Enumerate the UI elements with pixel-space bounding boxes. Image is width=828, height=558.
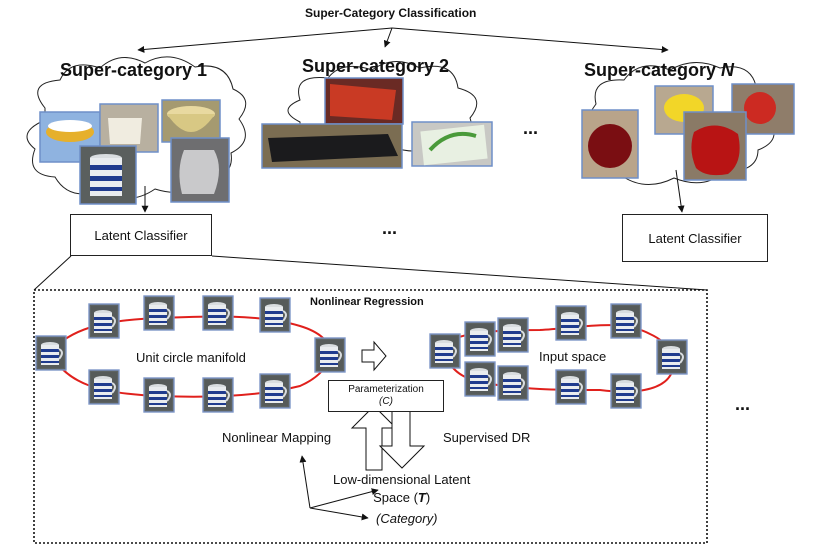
ellipsis-top: ... bbox=[523, 118, 539, 138]
input-space-label: Input space bbox=[539, 349, 607, 364]
zoom-line-left bbox=[33, 255, 72, 291]
arrow-to-category-2 bbox=[383, 27, 393, 48]
latent-axis-right bbox=[309, 488, 379, 509]
up-arrow-icon bbox=[350, 405, 398, 471]
arrow-to-category-1 bbox=[137, 27, 393, 53]
arrow-cloudn-classifier bbox=[675, 169, 685, 213]
latent-space-line2: Space (T) bbox=[373, 490, 431, 505]
latent-classifier-box-n: Latent Classifier bbox=[622, 214, 768, 262]
category-label: (Category) bbox=[376, 511, 438, 526]
category-n-photos bbox=[581, 83, 795, 181]
diagram-title: Super-Category Classification bbox=[305, 6, 477, 20]
super-category-2-label: Super-category 2 bbox=[302, 56, 450, 76]
nonlinear-mapping-label: Nonlinear Mapping bbox=[222, 430, 332, 445]
latent-classifier-box-1: Latent Classifier bbox=[70, 214, 212, 256]
arrow-to-category-n bbox=[391, 27, 669, 53]
zoom-line-right bbox=[211, 255, 708, 291]
category-2-photos bbox=[261, 77, 493, 169]
nonlinear-regression-title: Nonlinear Regression bbox=[310, 296, 424, 308]
unit-circle-label: Unit circle manifold bbox=[136, 350, 246, 365]
parameterization-box: Parameterization (C) bbox=[328, 380, 444, 412]
ellipsis-middle: ... bbox=[382, 218, 398, 238]
supervised-dr-label: Supervised DR bbox=[443, 430, 531, 445]
up-arrow-icon bbox=[361, 340, 387, 372]
latent-axis-up bbox=[299, 455, 311, 509]
detail-box bbox=[33, 289, 708, 544]
latent-space-label: Low-dimensional Latent Space (T) bbox=[333, 472, 471, 505]
category-1-photos bbox=[39, 99, 230, 205]
super-category-1-label: Super-category 1 bbox=[60, 60, 208, 80]
latent-axis-category bbox=[309, 507, 369, 521]
ellipsis-right: ... bbox=[735, 394, 751, 414]
super-category-n-label: Super-category N bbox=[584, 60, 735, 80]
down-arrow-icon bbox=[378, 403, 426, 469]
